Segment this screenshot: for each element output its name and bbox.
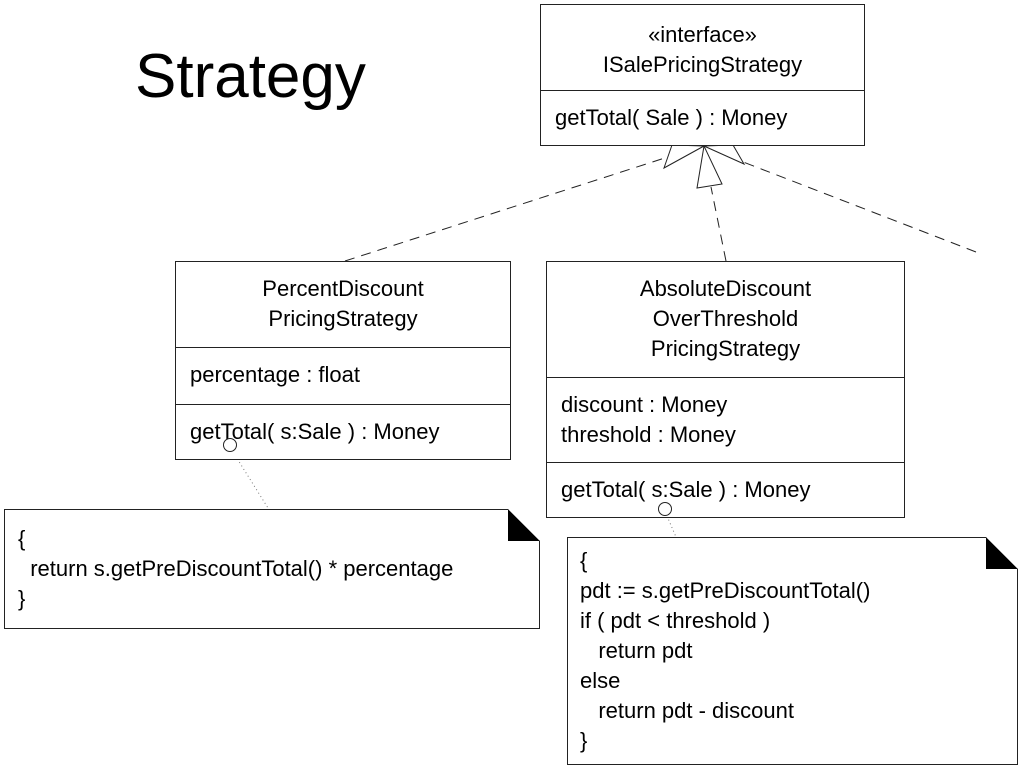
absolute-discount-class-box[interactable]: AbsoluteDiscount OverThreshold PricingSt…: [546, 261, 905, 518]
absolute-note-line: if ( pdt < threshold ): [580, 608, 771, 633]
realization-line-offscreen: [737, 159, 977, 253]
interface-class-box[interactable]: «interface» ISalePricingStrategy getTota…: [540, 4, 865, 146]
absolute-class-attribute-discount: discount : Money: [561, 392, 728, 417]
absolute-note-line: return pdt - discount: [580, 698, 794, 723]
absolute-class-name-line-2: OverThreshold: [652, 306, 799, 331]
note-fold-corner: [508, 509, 540, 541]
absolute-class-name-line-3: PricingStrategy: [650, 336, 801, 361]
absolute-class-attribute-threshold: threshold : Money: [561, 422, 736, 447]
realization-line-absolute: [710, 186, 727, 262]
diagram-title: Strategy: [135, 42, 366, 111]
absolute-implementation-note[interactable]: { pdt := s.getPreDiscountTotal() if ( pd…: [567, 537, 1018, 765]
absolute-note-line: pdt := s.getPreDiscountTotal(): [580, 578, 871, 603]
absolute-class-name-line-1: AbsoluteDiscount: [639, 276, 812, 301]
percent-discount-class-box[interactable]: PercentDiscount PricingStrategy percenta…: [175, 261, 511, 460]
note-anchor-circle-absolute: [658, 502, 672, 516]
percent-note-line: {: [18, 526, 26, 551]
note-anchor-circle-percent: [223, 438, 237, 452]
percent-implementation-note[interactable]: { return s.getPreDiscountTotal() * perce…: [4, 509, 540, 629]
interface-name: ISalePricingStrategy: [602, 52, 803, 77]
absolute-class-operation: getTotal( s:Sale ) : Money: [561, 477, 811, 502]
note-fold-corner: [986, 537, 1018, 569]
interface-stereotype: «interface»: [648, 22, 757, 47]
realization-line-percent: [344, 155, 672, 262]
absolute-note-line: {: [580, 548, 588, 573]
percent-class-name-line-1: PercentDiscount: [262, 276, 424, 301]
percent-note-line: return s.getPreDiscountTotal() * percent…: [18, 556, 454, 581]
percent-note-line: }: [18, 586, 26, 611]
absolute-note-line: }: [580, 728, 588, 753]
percent-class-attribute: percentage : float: [190, 362, 361, 387]
interface-operation: getTotal( Sale ) : Money: [555, 105, 788, 130]
absolute-note-line: else: [580, 668, 621, 693]
absolute-note-line: return pdt: [580, 638, 693, 663]
realization-arrowhead-center: [696, 144, 723, 189]
percent-class-name-line-2: PricingStrategy: [268, 306, 418, 331]
